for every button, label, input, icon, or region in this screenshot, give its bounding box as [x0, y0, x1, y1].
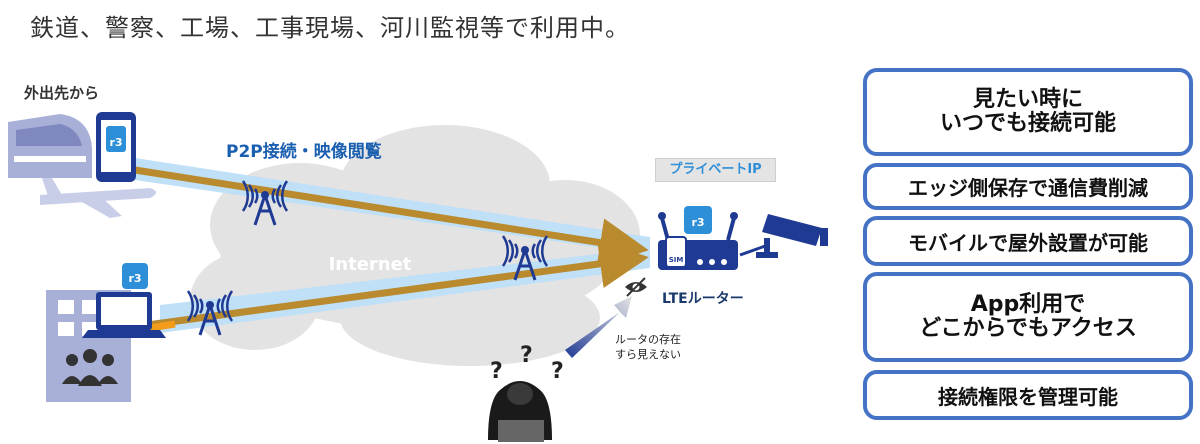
- feature-box-anytime: 見たい時に いつでも接続可能: [863, 68, 1193, 156]
- sim-label: SIM: [669, 256, 684, 264]
- feature-box-mobile-outdoor: モバイルで屋外設置が可能: [863, 216, 1193, 266]
- train-icon: [8, 114, 92, 178]
- feature-box-edge-storage: エッジ側保存で通信費削減: [863, 163, 1193, 210]
- p2p-arrow-lower: [139, 239, 649, 330]
- question-mark: ?: [520, 343, 533, 368]
- blocked-access-arrow: [565, 296, 632, 358]
- router-hidden-note-line1: ルータの存在: [615, 333, 681, 346]
- lte-router-label: LTEルーター: [662, 291, 744, 307]
- app-icon: r3: [684, 206, 712, 234]
- hacker-icon: [488, 381, 552, 442]
- antenna-icon: [186, 290, 234, 336]
- laptop-icon: [82, 292, 166, 338]
- airplane-icon: [40, 178, 156, 218]
- feature-box-app-access: App利用で どこからでもアクセス: [863, 272, 1193, 362]
- question-mark: ?: [490, 359, 503, 384]
- security-camera-icon: [756, 214, 828, 258]
- svg-text:r3: r3: [109, 136, 122, 149]
- p2p-label: P2P接続・映像閲覧: [226, 142, 382, 162]
- headline: 鉄道、警察、工場、工事現場、河川監視等で利用中。: [30, 14, 630, 42]
- lte-router-icon: SIM: [658, 212, 769, 270]
- feature-box-access-control: 接続権限を管理可能: [863, 370, 1193, 420]
- from-outside-label: 外出先から: [24, 84, 100, 102]
- private-ip-badge: プライベートIP: [655, 158, 776, 182]
- smartphone-icon: r3: [96, 112, 136, 182]
- svg-text:r3: r3: [691, 216, 704, 229]
- hidden-eye-icon: [625, 277, 647, 297]
- internet-label: Internet: [329, 254, 412, 275]
- question-mark: ?: [551, 359, 564, 384]
- app-icon: r3: [122, 263, 148, 289]
- svg-text:r3: r3: [128, 272, 141, 285]
- people-icon: [62, 349, 118, 386]
- p2p-arrow-upper: [134, 166, 649, 267]
- router-hidden-note: ルータの存在 すら見えない: [615, 332, 681, 362]
- router-hidden-note-line2: すら見えない: [615, 348, 681, 361]
- connection-diagram: Internet r3: [8, 112, 828, 442]
